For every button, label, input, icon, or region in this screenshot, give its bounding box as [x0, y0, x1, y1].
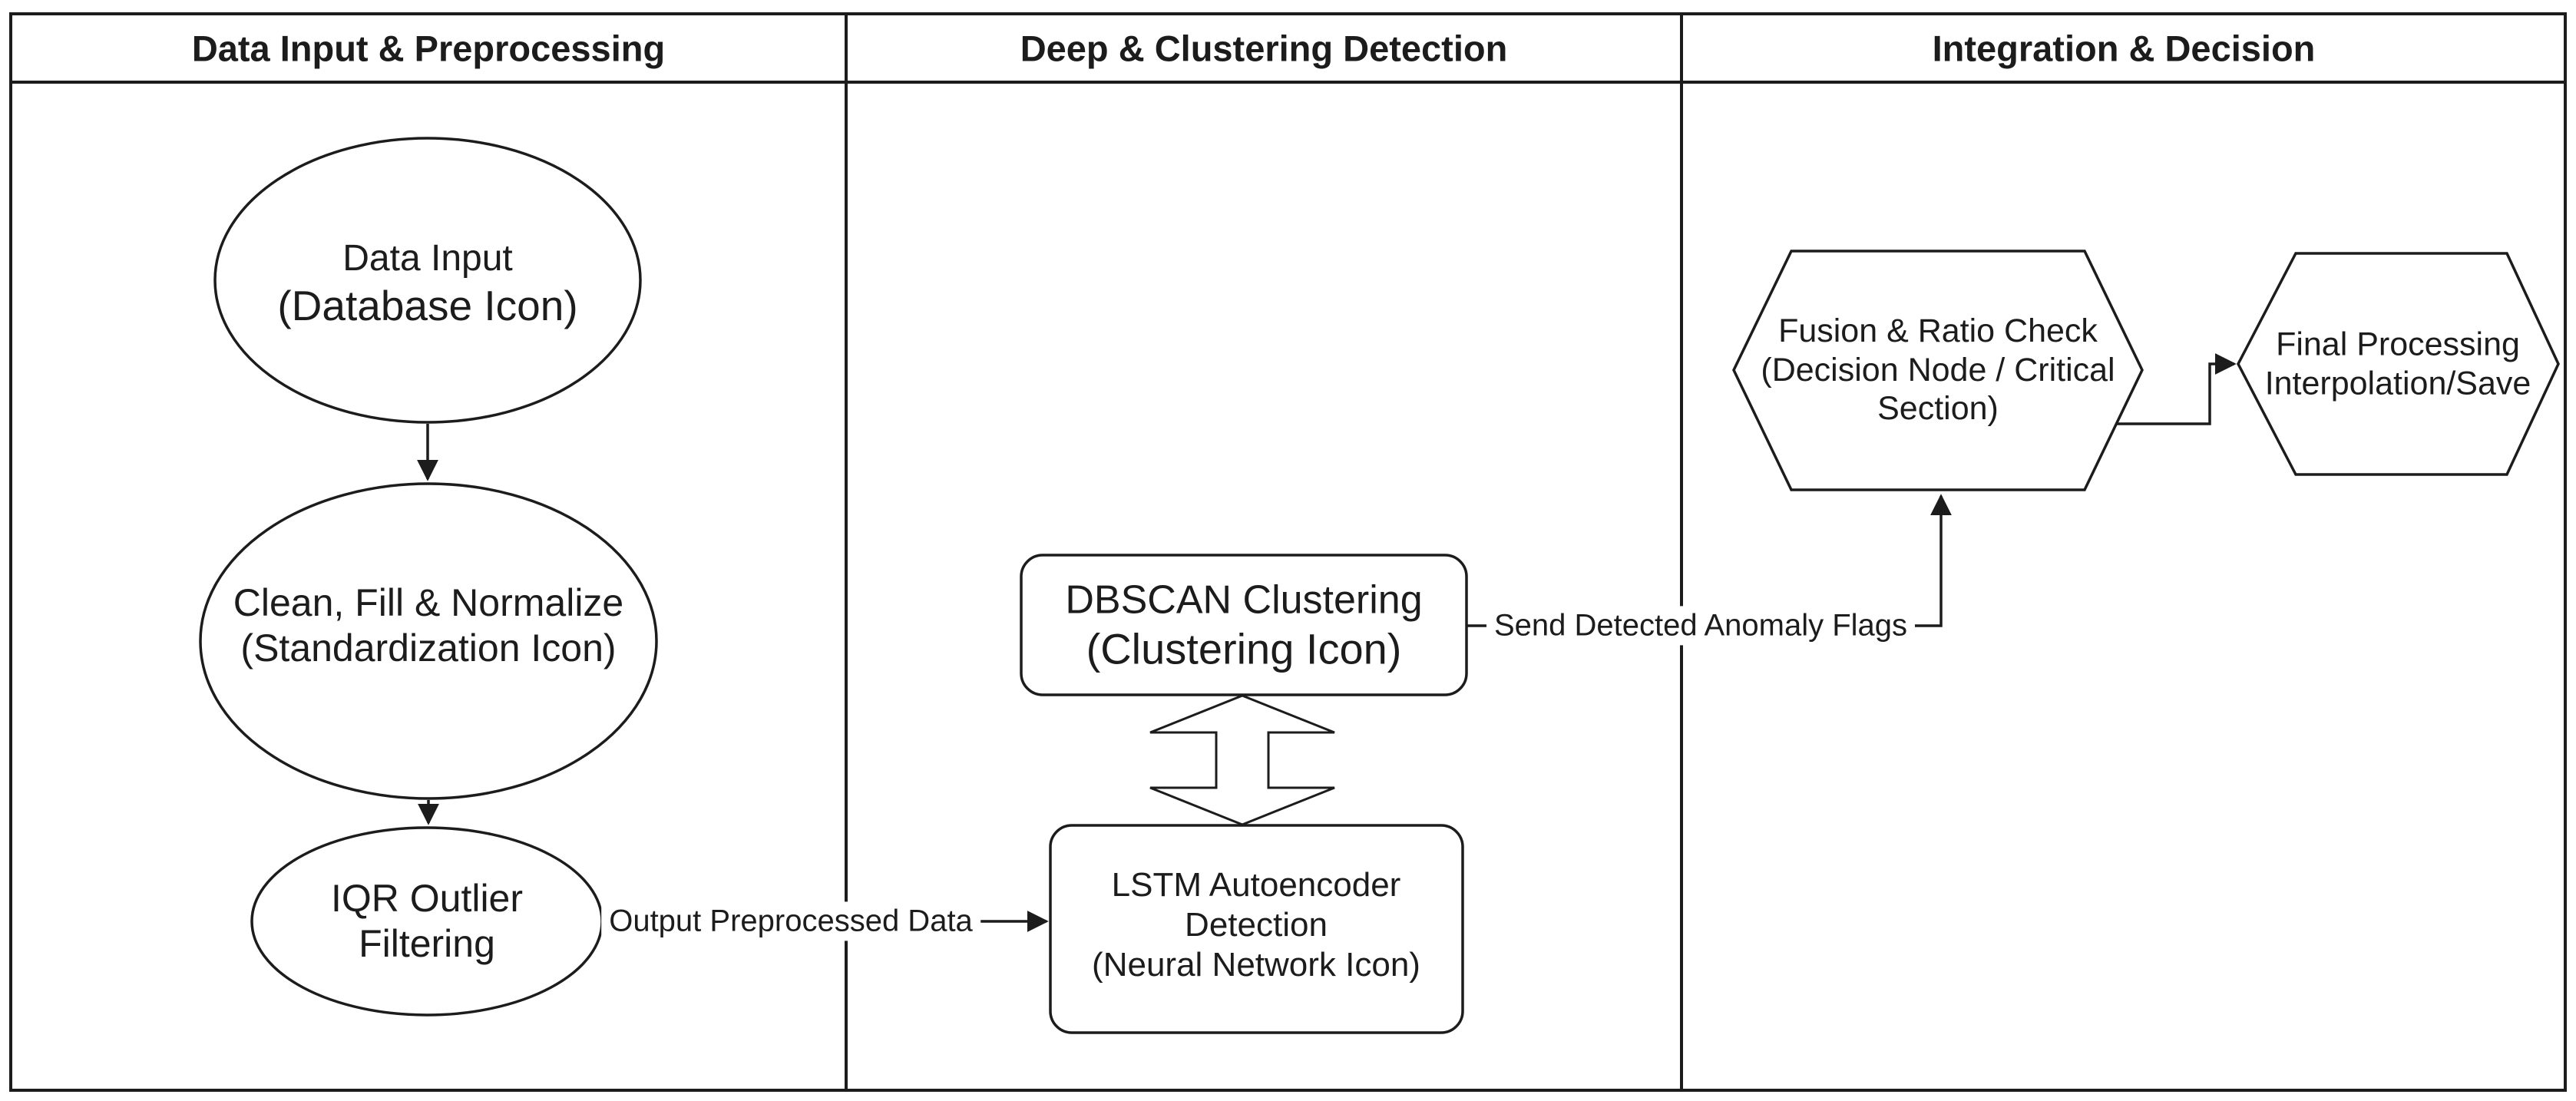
node-label-line: LSTM Autoencoder: [1111, 866, 1401, 904]
node-label-dbscan: DBSCAN Clustering (Clustering Icon): [1065, 577, 1422, 674]
node-label-line: Data Input: [342, 238, 513, 279]
double-arrow-dbscan-lstm: [1149, 694, 1335, 826]
node-label-final-processing: Final Processing Interpolation/Save: [2265, 325, 2531, 402]
node-label-data-input: Data Input (Database Icon): [277, 237, 577, 331]
node-label-line: Detection: [1185, 906, 1328, 944]
outer-frame: [9, 12, 2567, 1092]
edge-label-output-preprocessed: Output Preprocessed Data: [601, 901, 980, 941]
node-label-clean-fill-normalize: Clean, Fill & Normalize (Standardization…: [233, 580, 623, 671]
clean-fill-normalize-ellipse: [199, 482, 658, 800]
node-label-line: IQR Outlier: [330, 877, 524, 920]
node-label-line: Clean, Fill & Normalize: [233, 581, 624, 624]
node-label-line: (Standardization Icon): [240, 627, 617, 670]
node-label-line: Interpolation/Save: [2264, 365, 2531, 402]
arrow-fusion-to-final: [2116, 353, 2237, 425]
node-label-fusion-ratio-check: Fusion & Ratio Check (Decision Node / Cr…: [1761, 312, 2115, 428]
node-label-line: (Database Icon): [277, 281, 578, 329]
node-label-line: Filtering: [359, 922, 495, 965]
lstm-box: [1049, 824, 1464, 1034]
dbscan-box: [1020, 554, 1468, 696]
node-label-line: Final Processing: [2276, 326, 2520, 363]
node-label-line: DBSCAN Clustering: [1065, 577, 1423, 623]
node-label-line: Section): [1877, 390, 1999, 428]
lane-title-integration: Integration & Decision: [1932, 28, 2316, 69]
lane-title-preprocessing: Data Input & Preprocessing: [191, 28, 666, 69]
node-label-line: Fusion & Ratio Check: [1778, 312, 2098, 349]
node-label-line: (Decision Node / Critical: [1761, 351, 2115, 388]
final-processing-hexagon: [2237, 252, 2560, 476]
node-label-iqr-outlier: IQR Outlier Filtering: [331, 876, 523, 967]
node-label-lstm: LSTM Autoencoder Detection (Neural Netwo…: [1092, 865, 1420, 985]
node-label-line: (Clustering Icon): [1086, 624, 1402, 673]
fusion-ratio-check-hexagon: [1732, 250, 2144, 491]
node-label-line: (Neural Network Icon): [1092, 945, 1420, 984]
lane-title-detection: Deep & Clustering Detection: [1020, 28, 1508, 69]
edge-label-send-flags: Send Detected Anomaly Flags: [1486, 606, 1916, 646]
data-input-ellipse: [213, 137, 642, 424]
